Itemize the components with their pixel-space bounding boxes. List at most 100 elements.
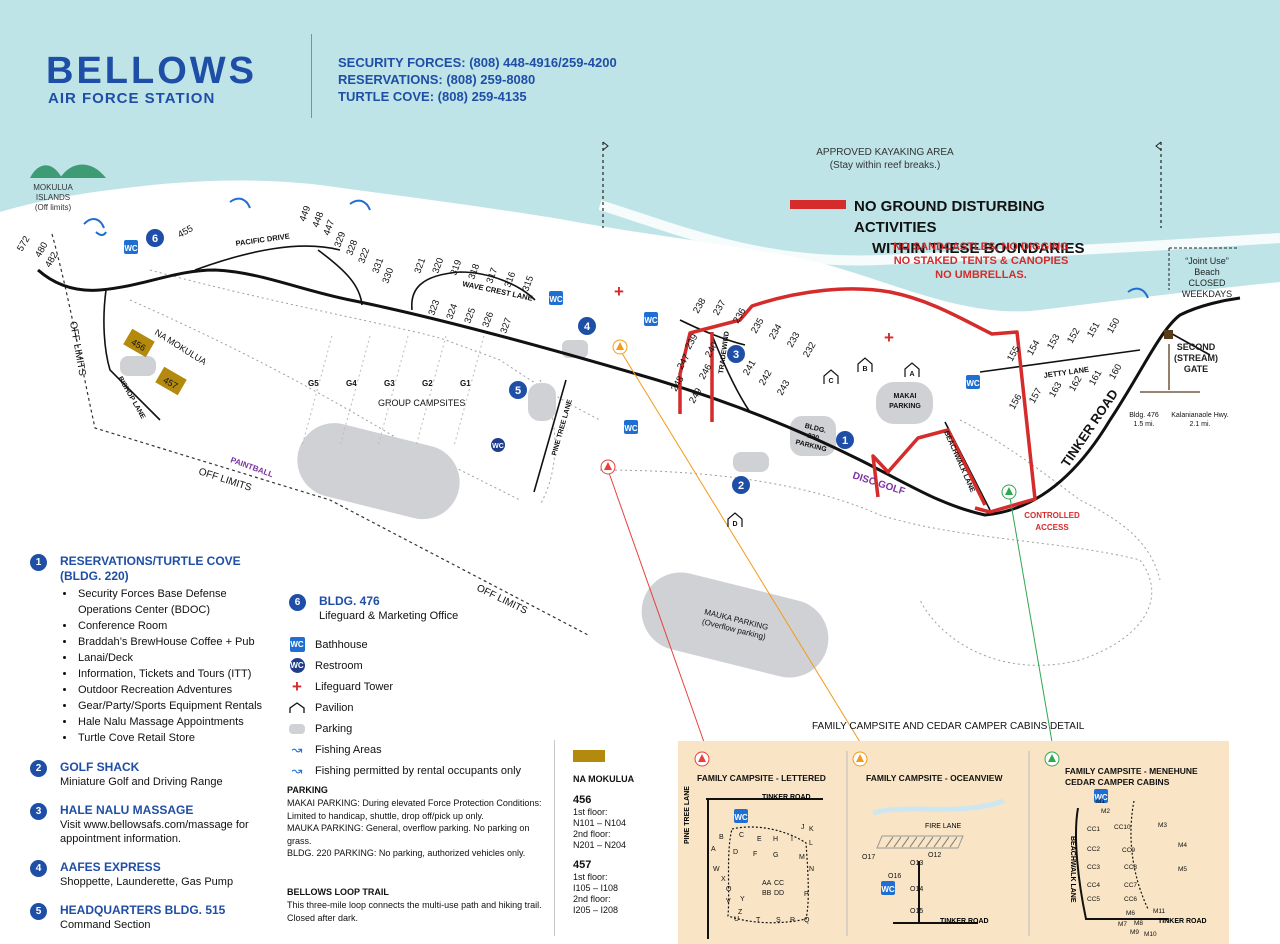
cottage-315[interactable]: 315 bbox=[520, 274, 536, 293]
cottage-317[interactable]: 317 bbox=[484, 266, 500, 285]
menehune-site-M6[interactable]: M6 bbox=[1126, 910, 1135, 917]
lettered-site-DD[interactable]: DD bbox=[774, 890, 784, 897]
cottage-240[interactable]: 240 bbox=[703, 340, 720, 359]
menehune-site-M8[interactable]: M8 bbox=[1134, 920, 1143, 927]
cottage-233[interactable]: 233 bbox=[785, 330, 802, 349]
cottage-150[interactable]: 150 bbox=[1105, 316, 1122, 335]
lettered-site-V[interactable]: V bbox=[726, 898, 731, 905]
menehune-site-M10[interactable]: M10 bbox=[1144, 931, 1157, 938]
cottage-153[interactable]: 153 bbox=[1045, 332, 1062, 351]
lettered-site-D[interactable]: D bbox=[733, 849, 738, 856]
bathhouse-icon[interactable]: WC bbox=[644, 312, 658, 326]
lettered-site-J[interactable]: J bbox=[801, 824, 805, 831]
cottage-321[interactable]: 321 bbox=[412, 256, 428, 275]
menehune-site-CC7[interactable]: CC7 bbox=[1124, 882, 1137, 889]
lettered-site-Q[interactable]: Q bbox=[804, 917, 810, 924]
menehune-site-CC6[interactable]: CC6 bbox=[1124, 896, 1137, 903]
menehune-site-CC10[interactable]: CC10 bbox=[1114, 824, 1131, 831]
marker-1[interactable]: 1 bbox=[836, 431, 854, 449]
menehune-site-CC4[interactable]: CC4 bbox=[1087, 882, 1100, 889]
lettered-site-K[interactable]: K bbox=[809, 826, 814, 833]
cottage-327[interactable]: 327 bbox=[498, 316, 514, 335]
cottage-152[interactable]: 152 bbox=[1065, 326, 1082, 345]
cottage-323[interactable]: 323 bbox=[426, 298, 442, 317]
cottage-447[interactable]: 447 bbox=[321, 218, 337, 237]
menehune-site-CC3[interactable]: CC3 bbox=[1087, 864, 1100, 871]
restroom-icon[interactable]: WC bbox=[491, 438, 505, 452]
cottage-151[interactable]: 151 bbox=[1085, 320, 1102, 339]
ocean-site-O16[interactable]: O16 bbox=[888, 873, 901, 880]
lettered-site-F[interactable]: F bbox=[753, 851, 757, 858]
ocean-site-O14[interactable]: O14 bbox=[910, 886, 923, 893]
cottage-330[interactable]: 330 bbox=[380, 266, 396, 285]
pavilion-D[interactable] bbox=[727, 512, 743, 527]
ocean-site-O13[interactable]: O13 bbox=[910, 860, 923, 867]
controlled-access-marker[interactable] bbox=[1001, 484, 1017, 500]
menehune-site-M3[interactable]: M3 bbox=[1158, 822, 1167, 829]
cottage-319[interactable]: 319 bbox=[448, 258, 464, 277]
cottage-234[interactable]: 234 bbox=[767, 322, 784, 341]
legend-item-1[interactable]: 1 RESERVATIONS/TURTLE COVE (BLDG. 220) S… bbox=[30, 554, 270, 746]
menehune-site-M2[interactable]: M2 bbox=[1101, 808, 1110, 815]
group-site-G3[interactable]: G3 bbox=[384, 379, 395, 388]
lettered-marker[interactable] bbox=[694, 751, 710, 767]
lettered-site-I[interactable]: I bbox=[791, 836, 793, 843]
lettered-site-O[interactable]: O bbox=[726, 886, 732, 893]
lettered-site-T[interactable]: T bbox=[756, 917, 761, 924]
lettered-site-M[interactable]: M bbox=[799, 854, 805, 861]
cottage-316[interactable]: 316 bbox=[502, 270, 518, 289]
cottage-235[interactable]: 235 bbox=[749, 316, 766, 335]
cottage-318[interactable]: 318 bbox=[466, 262, 482, 281]
lettered-site-AA[interactable]: AA bbox=[762, 880, 772, 887]
pavilion-A[interactable] bbox=[904, 362, 920, 377]
menehune-site-M4[interactable]: M4 bbox=[1178, 842, 1187, 849]
na-mokulua-bldg-457[interactable] bbox=[155, 366, 187, 396]
cottage-161[interactable]: 161 bbox=[1087, 368, 1104, 387]
bathhouse-icon[interactable]: WC bbox=[1094, 789, 1108, 803]
marker-4[interactable]: 4 bbox=[578, 317, 596, 335]
campsite-marker[interactable] bbox=[600, 459, 616, 475]
cottage-326[interactable]: 326 bbox=[480, 310, 496, 329]
lifeguard-tower-icon[interactable]: + bbox=[884, 328, 894, 347]
cottage-232[interactable]: 232 bbox=[801, 340, 818, 359]
lifeguard-tower-icon[interactable]: + bbox=[614, 282, 624, 301]
bathhouse-icon[interactable]: WC bbox=[124, 240, 138, 254]
ocean-site-O15[interactable]: O15 bbox=[910, 908, 923, 915]
legend-item-3[interactable]: 3 HALE NALU MASSAGE Visit www.bellowsafs… bbox=[30, 803, 270, 846]
cottage-328[interactable]: 328 bbox=[344, 238, 360, 257]
reservations-phone[interactable]: RESERVATIONS: (808) 259-8080 bbox=[338, 72, 536, 87]
pavilion-C[interactable] bbox=[823, 369, 839, 384]
marker-2[interactable]: 2 bbox=[732, 476, 750, 494]
group-site-G1[interactable]: G1 bbox=[460, 379, 471, 388]
lettered-site-CC[interactable]: CC bbox=[774, 880, 784, 887]
oceanview-marker[interactable] bbox=[852, 751, 868, 767]
cottage-157[interactable]: 157 bbox=[1027, 386, 1044, 405]
bathhouse-icon[interactable]: WC bbox=[881, 881, 895, 895]
group-site-G2[interactable]: G2 bbox=[422, 379, 433, 388]
ocean-site-O17[interactable]: O17 bbox=[862, 854, 875, 861]
lettered-site-Y[interactable]: Y bbox=[740, 896, 745, 903]
lettered-site-N[interactable]: N bbox=[809, 866, 814, 873]
cottage-160[interactable]: 160 bbox=[1107, 362, 1124, 381]
lettered-site-U[interactable]: U bbox=[734, 916, 739, 923]
menehune-site-M5[interactable]: M5 bbox=[1178, 866, 1187, 873]
lettered-site-B[interactable]: B bbox=[719, 834, 724, 841]
menehune-marker[interactable] bbox=[1044, 751, 1060, 767]
group-site-G5[interactable]: G5 bbox=[308, 379, 319, 388]
cottage-242[interactable]: 242 bbox=[757, 368, 774, 387]
campsite-marker[interactable] bbox=[612, 339, 628, 355]
lettered-site-L[interactable]: L bbox=[809, 840, 813, 847]
legend-item-5[interactable]: 5 HEADQUARTERS BLDG. 515 Command Section bbox=[30, 903, 270, 932]
lettered-site-A[interactable]: A bbox=[711, 846, 716, 853]
group-site-G4[interactable]: G4 bbox=[346, 379, 357, 388]
legend-item-4[interactable]: 4 AAFES EXPRESS Shoppette, Launderette, … bbox=[30, 860, 270, 889]
lettered-site-Z[interactable]: Z bbox=[738, 909, 743, 916]
legend-item-2[interactable]: 2 GOLF SHACK Miniature Golf and Driving … bbox=[30, 760, 270, 789]
lettered-site-S[interactable]: S bbox=[776, 917, 781, 924]
cottage-247[interactable]: 247 bbox=[675, 352, 692, 371]
menehune-site-M9[interactable]: M9 bbox=[1130, 929, 1139, 936]
cottage-237[interactable]: 237 bbox=[711, 298, 728, 317]
cottage-322[interactable]: 322 bbox=[356, 246, 372, 265]
menehune-site-CC1[interactable]: CC1 bbox=[1087, 826, 1100, 833]
lettered-site-W[interactable]: W bbox=[713, 866, 720, 873]
